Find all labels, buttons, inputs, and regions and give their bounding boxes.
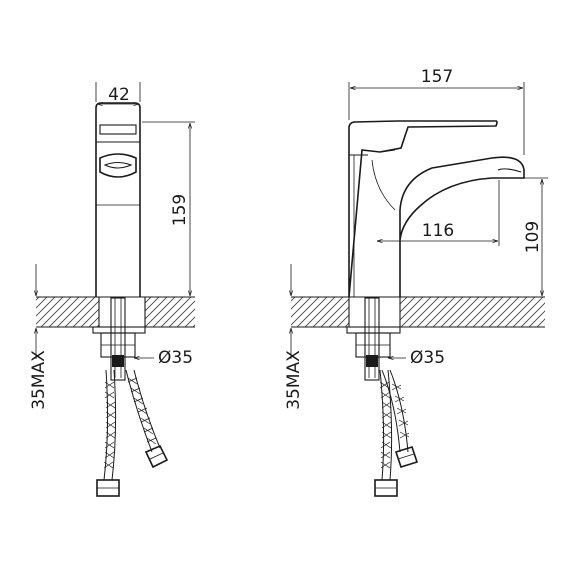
side-max-dimension: 35MAX [284, 264, 304, 410]
side-spout-height-dimension: 109 [500, 177, 548, 296]
side-mounting-assembly [346, 297, 419, 497]
front-height-label: 159 [170, 194, 190, 226]
front-max-label: 35MAX [29, 350, 49, 410]
side-countertop [291, 296, 545, 328]
front-countertop [36, 296, 195, 328]
front-faucet-body [95, 102, 141, 297]
side-view: 157 116 109 Ø35 35MAX [284, 67, 548, 497]
front-mounting-assembly [92, 297, 169, 497]
side-faucet-body [348, 120, 525, 298]
side-hole-dimension: Ø35 [388, 348, 445, 368]
side-length-label: 157 [421, 67, 453, 87]
side-length-dimension: 157 [348, 67, 525, 155]
front-hole-label: Ø35 [158, 348, 193, 368]
front-height-dimension: 159 [142, 121, 195, 296]
front-max-dimension: 35MAX [29, 264, 49, 410]
front-hole-dimension: Ø35 [134, 348, 193, 368]
side-max-label: 35MAX [284, 350, 304, 410]
front-view: 42 159 Ø35 35MAX [29, 82, 195, 497]
front-width-dimension: 42 [95, 82, 141, 105]
side-reach-dimension: 116 [377, 180, 500, 246]
side-reach-label: 116 [422, 221, 454, 241]
side-hole-label: Ø35 [410, 348, 445, 368]
front-width-label: 42 [108, 85, 130, 105]
side-spout-height-label: 109 [523, 221, 543, 253]
